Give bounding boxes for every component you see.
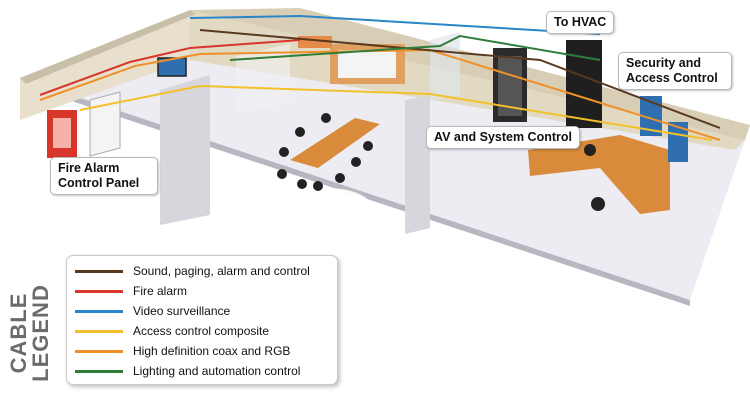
callout-to-hvac: To HVAC: [546, 11, 615, 34]
desk-chair: [584, 144, 596, 156]
cable-video: [189, 14, 601, 35]
callout-line: AV and System Control: [434, 130, 572, 144]
partition-wall: [236, 44, 290, 112]
legend-title-line: CABLE: [6, 292, 31, 374]
cable-fire-alarm: [39, 39, 301, 96]
legend-label: Video surveillance: [133, 304, 231, 318]
control-monitor: [640, 96, 662, 136]
legend-swatch: [75, 349, 123, 353]
cable-legend: Sound, paging, alarm and control Fire al…: [66, 255, 338, 385]
legend-title-line: LEGEND: [28, 284, 53, 382]
legend-swatch: [75, 309, 123, 313]
legend-item: Video surveillance: [75, 302, 230, 320]
cable-sound: [199, 29, 721, 129]
legend-label: Lighting and automation control: [133, 364, 301, 378]
legend-label: Access control composite: [133, 324, 270, 338]
control-desk: [528, 135, 670, 214]
legend-item: Lighting and automation control: [75, 362, 300, 380]
door: [89, 91, 121, 157]
security-rack: [566, 40, 602, 128]
partition-wall: [405, 96, 430, 234]
legend-item: High definition coax and RGB: [75, 342, 290, 360]
legend-item: Access control composite: [75, 322, 269, 340]
callout-line: Security and: [626, 56, 702, 70]
legend-item: Fire alarm: [75, 282, 187, 300]
desk-chair: [591, 197, 605, 211]
glass-wall: [430, 32, 460, 100]
light-pool: [284, 188, 372, 228]
legend-title: CABLE LEGEND: [6, 278, 53, 388]
callout-line: To HVAC: [554, 15, 607, 29]
callout-line: Fire Alarm: [58, 161, 120, 175]
legend-item: Sound, paging, alarm and control: [75, 262, 310, 280]
callout-av-system-control: AV and System Control: [426, 126, 580, 149]
legend-swatch: [75, 369, 123, 373]
fire-alarm-panel-screen: [53, 118, 71, 148]
callout-fire-alarm-control-panel: Fire Alarm Control Panel: [50, 157, 158, 195]
cable-lighting: [229, 34, 601, 61]
callout-line: Control Panel: [58, 176, 140, 190]
cable-hd-coax: [39, 48, 721, 141]
left-wall-strip: [20, 10, 196, 84]
callout-security-access-control: Security and Access Control: [618, 52, 732, 90]
partition-wall: [160, 75, 210, 225]
wall-monitor: [157, 57, 187, 77]
callout-line: Access Control: [626, 71, 718, 85]
legend-swatch: [75, 289, 123, 293]
chairs: [277, 113, 373, 191]
legend-swatch: [75, 269, 123, 273]
legend-swatch: [75, 329, 123, 333]
conference-table: [290, 118, 380, 168]
presentation-screen: [338, 50, 396, 78]
cable-runs: [39, 14, 721, 141]
control-monitor: [668, 122, 688, 162]
legend-label: High definition coax and RGB: [133, 344, 291, 358]
legend-label: Fire alarm: [133, 284, 188, 298]
legend-label: Sound, paging, alarm and control: [133, 264, 310, 278]
cable-access-control: [79, 84, 713, 141]
